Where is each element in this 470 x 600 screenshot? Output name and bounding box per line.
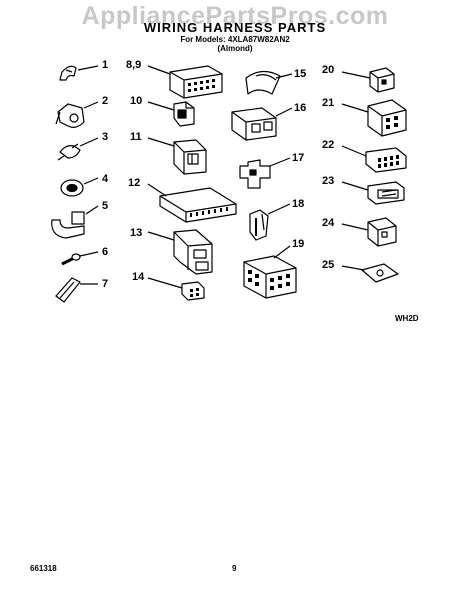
part-25-bracket: 25 — [322, 259, 399, 283]
part-17-cross-connector: 17 — [239, 152, 304, 189]
part-21-housing: 21 — [322, 97, 407, 137]
callout-24: 24 — [322, 217, 335, 229]
callout-12: 12 — [128, 177, 140, 189]
part-13-housing: 13 — [130, 227, 213, 275]
page-title: WIRING HARNESS PARTS — [143, 20, 327, 35]
part-23-connector: 23 — [322, 175, 405, 205]
color-subtitle: (Almond) — [217, 44, 253, 53]
callout-15: 15 — [294, 68, 306, 80]
part-12-terminal-strip: 12 — [128, 177, 237, 223]
callout-5: 5 — [102, 200, 108, 212]
page-number: 9 — [232, 564, 237, 573]
callout-17: 17 — [292, 152, 304, 164]
part-1-wire-clip: 1 — [59, 59, 108, 81]
callout-4: 4 — [102, 173, 109, 185]
model-subtitle: For Models: 4XLA87W82AN2 — [180, 35, 290, 44]
document-number: 661318 — [30, 564, 57, 573]
callout-1: 1 — [102, 59, 108, 71]
callout-2: 2 — [102, 95, 108, 107]
callout-23: 23 — [322, 175, 334, 187]
part-10-connector: 10 — [130, 95, 195, 127]
callout-21: 21 — [322, 97, 334, 109]
callout-7: 7 — [102, 278, 108, 290]
part-14-plug: 14 — [132, 271, 205, 301]
part-2-cable-clamp: 2 — [55, 95, 108, 128]
diagram-code: WH2D — [395, 314, 419, 323]
callout-22: 22 — [322, 139, 334, 151]
part-5-strain-relief: 5 — [51, 200, 108, 239]
part-22-connector: 22 — [322, 139, 407, 173]
callout-16: 16 — [294, 102, 306, 114]
part-19-multi-connector: 19 — [243, 238, 304, 299]
callout-18: 18 — [292, 198, 304, 210]
part-15-cover: 15 — [245, 68, 306, 95]
part-20-connector: 20 — [322, 64, 395, 93]
part-16-housing: 16 — [231, 102, 306, 141]
part-3-wire-tie: 3 — [57, 131, 108, 161]
watermark: AppliancePartsPros.com — [81, 2, 389, 30]
callout-3: 3 — [102, 131, 108, 143]
callout-6: 6 — [102, 246, 108, 258]
part-18-latch-connector: 18 — [249, 198, 304, 241]
callout-11: 11 — [130, 131, 142, 143]
callout-8-9: 8,9 — [126, 59, 141, 71]
callout-10: 10 — [130, 95, 142, 107]
part-8-9-terminal-housing: 8,9 — [126, 59, 223, 99]
callout-19: 19 — [292, 238, 304, 250]
part-24-housing: 24 — [322, 217, 397, 247]
callout-25: 25 — [322, 259, 334, 271]
part-6-screw: 6 — [61, 246, 108, 266]
callout-13: 13 — [130, 227, 142, 239]
part-4-grommet: 4 — [60, 173, 109, 197]
part-11-housing: 11 — [130, 131, 207, 175]
part-7-wire-retainer: 7 — [55, 277, 108, 303]
callout-14: 14 — [132, 271, 145, 283]
callout-20: 20 — [322, 64, 334, 76]
